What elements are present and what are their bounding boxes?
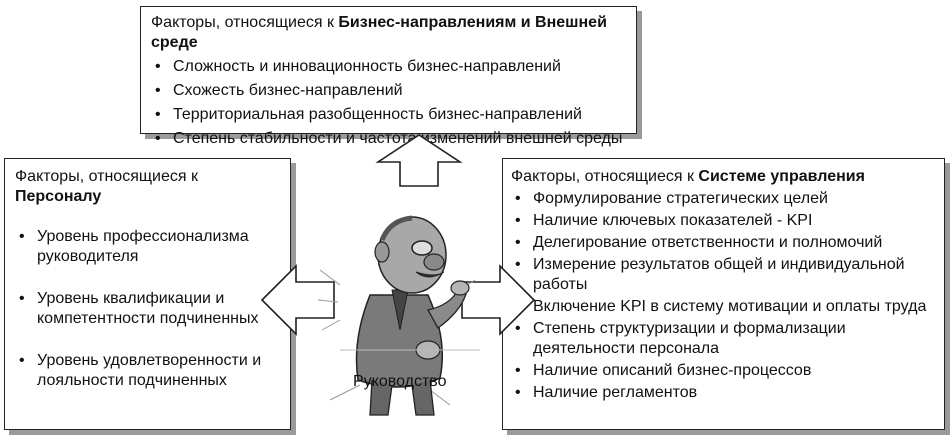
business-directions-title: Факторы, относящиеся к Бизнес-направлени…: [151, 14, 607, 51]
list-item: Наличие описаний бизнес-процессов: [511, 361, 936, 381]
business-directions-list: Сложность и инновационность бизнес-напра…: [151, 57, 626, 149]
list-item: Наличие ключевых показателей - KPI: [511, 211, 936, 231]
list-item: Измерение результатов общей и индивидуал…: [511, 255, 936, 295]
personnel-list: Уровень профессионализма руководителя Ур…: [15, 227, 280, 391]
management-system-list: Формулирование стратегических целей Нали…: [511, 189, 936, 403]
list-item: Схожесть бизнес-направлений: [151, 81, 626, 101]
personnel-factors-box: Факторы, относящиеся к Персоналу Уровень…: [4, 158, 291, 430]
list-item: Сложность и инновационность бизнес-напра…: [151, 57, 626, 77]
personnel-title: Факторы, относящиеся к Персоналу: [15, 168, 198, 205]
list-item: Уровень квалификации и компетентности по…: [15, 289, 280, 329]
list-item: Территориальная разобщенность бизнес-нап…: [151, 105, 626, 125]
arrow-up-icon: [375, 134, 463, 187]
arrow-left-icon: [260, 264, 335, 336]
list-item: Уровень удовлетворенности и лояльности п…: [15, 351, 280, 391]
manager-figure-icon: [317, 215, 480, 416]
list-item: Включение KPI в систему мотивации и опла…: [511, 297, 936, 317]
list-item: Делегирование ответственности и полномоч…: [511, 233, 936, 253]
business-directions-factors-box: Факторы, относящиеся к Бизнес-направлени…: [140, 6, 637, 149]
list-item: Формулирование стратегических целей: [511, 189, 936, 209]
manager-label: Руководство: [353, 373, 447, 390]
management-system-factors-box: Факторы, относящиеся к Системе управлени…: [502, 158, 945, 430]
list-item: Степень стабильности и частота изменений…: [151, 129, 626, 149]
list-item: Наличие регламентов: [511, 383, 936, 403]
list-item: Степень структуризации и формализации де…: [511, 319, 936, 359]
list-item: Уровень профессионализма руководителя: [15, 227, 280, 267]
management-system-title: Факторы, относящиеся к Системе управлени…: [511, 168, 865, 185]
